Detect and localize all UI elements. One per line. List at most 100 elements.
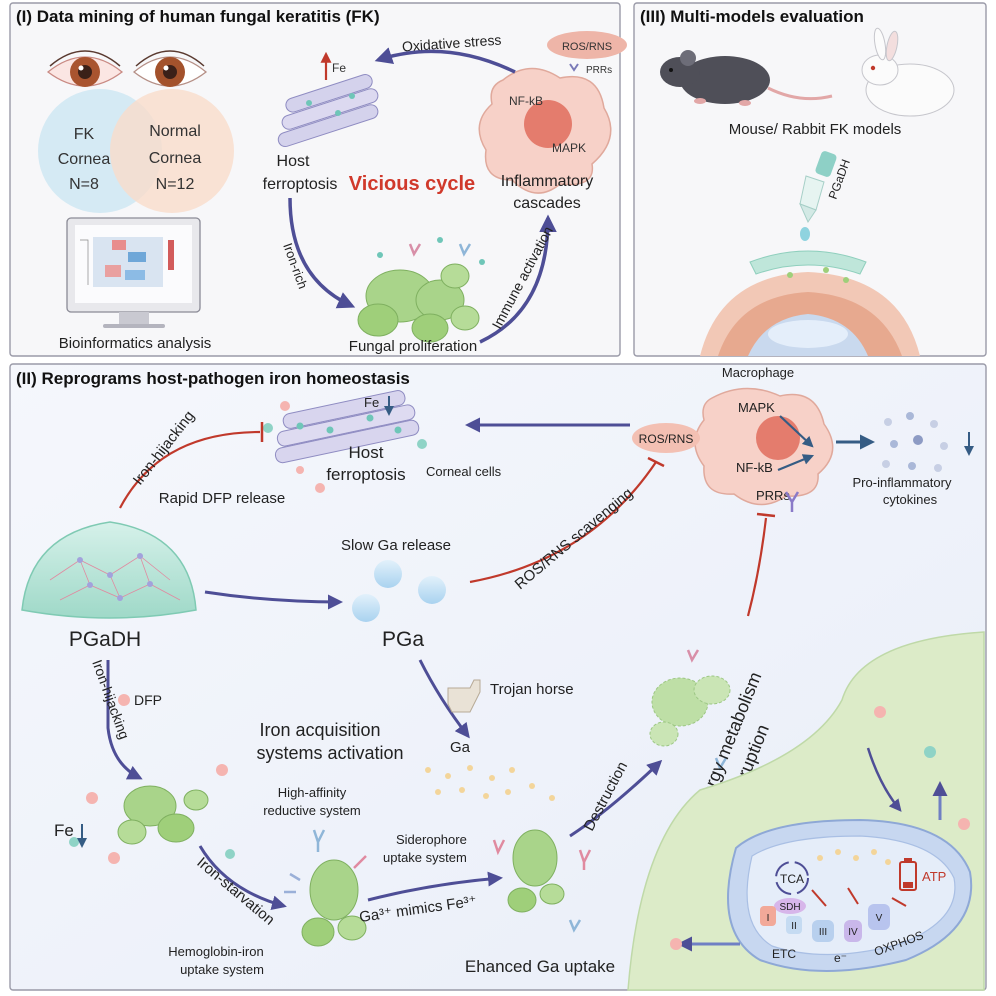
pga-particle <box>374 560 402 588</box>
complex-label: III <box>819 927 827 938</box>
panel-1-title: (I) Data mining of human fungal keratiti… <box>16 7 380 26</box>
host-ferroptosis-label: Host <box>277 153 310 170</box>
dfp-label: DFP <box>134 692 162 708</box>
ros-rns-label: ROS/RNS <box>639 432 694 446</box>
siderophore-label: Siderophore <box>396 832 467 847</box>
models-caption: Mouse/ Rabbit FK models <box>729 121 902 138</box>
prrs-label: PRRs <box>586 65 612 76</box>
high-affinity-label: High-affinity <box>278 785 347 800</box>
ga-particles <box>425 765 555 801</box>
complex-v <box>868 904 890 930</box>
fungal-cell <box>507 829 565 913</box>
host-ferroptosis-label: Host <box>349 443 384 462</box>
pgadh-hydrogel <box>21 521 197 619</box>
corneal-cells <box>274 390 420 464</box>
trojan-horse-label: Trojan horse <box>490 681 574 698</box>
ga-label: Ga <box>450 739 471 756</box>
trojan-horse-icon <box>447 679 481 713</box>
dropper-icon <box>799 151 837 241</box>
e-label: e⁻ <box>834 951 847 965</box>
macrophage-nucleus <box>524 100 572 148</box>
panel-3: (III) Multi-models evaluation Mouse/ Rab… <box>633 2 987 357</box>
panel-3-title: (III) Multi-models evaluation <box>640 7 864 26</box>
ga-into-mito-arrow <box>866 747 902 812</box>
disrupted-fungus <box>649 675 731 747</box>
pga-label: PGa <box>382 628 424 651</box>
fe-label: Fe <box>332 61 346 75</box>
high-affinity-label: reductive system <box>263 803 361 818</box>
fungal-cell <box>117 785 209 845</box>
host-ferroptosis-label: ferroptosis <box>263 176 338 193</box>
inflammatory-label: cascades <box>513 195 581 212</box>
iron-starvation-arrow <box>198 845 287 911</box>
complex-label: II <box>791 921 797 932</box>
tca-label: TCA <box>780 872 804 886</box>
siderophore-label: uptake system <box>383 850 467 865</box>
inflammatory-label: Inflammatory <box>501 173 593 190</box>
venn-normal-label: N=12 <box>156 176 195 193</box>
monitor-icon <box>66 217 201 328</box>
etc-complexes <box>760 904 890 942</box>
complex-label: V <box>876 913 883 924</box>
corneal-cells <box>277 74 379 148</box>
fe-label: Fe <box>364 395 379 410</box>
ros-rns-bubble <box>547 31 627 59</box>
etc-label: ETC <box>772 947 796 961</box>
prrs-label: PRRs <box>756 488 790 503</box>
iron-acquisition-label: systems activation <box>256 743 403 763</box>
iron-hijacking-arrow <box>106 660 143 780</box>
corneal-cells-label: Corneal cells <box>426 464 502 479</box>
eye-icon <box>132 50 208 87</box>
iron-hijacking-inhibit <box>119 430 261 509</box>
venn-normal-label: Normal <box>149 123 201 140</box>
mapk-label: MAPK <box>552 141 586 155</box>
oxidative-stress-label: Oxidative stress <box>401 32 501 55</box>
pgadh-label: PGaDH <box>69 628 141 651</box>
iron-acquisition-label: Iron acquisition <box>259 720 380 740</box>
iron-rich-arrow <box>288 197 356 309</box>
venn-fk-label: FK <box>74 126 95 143</box>
complex-label: IV <box>848 927 858 938</box>
complex-iii <box>812 920 834 942</box>
macrophage-label: Macrophage <box>722 365 794 380</box>
fe-left-label: Fe <box>54 821 74 840</box>
ros-rns-bubble <box>632 423 700 453</box>
venn-fk-label: N=8 <box>69 176 99 193</box>
enhanced-ga-label: Ehanced Ga uptake <box>465 957 615 976</box>
nfkb-label: NF-kB <box>509 94 543 108</box>
trojan-arrow <box>418 659 470 739</box>
panel-2: (II) Reprograms host-pathogen iron homeo… <box>9 363 987 991</box>
atp-label: ATP <box>922 869 946 884</box>
complex-label: I <box>767 913 770 924</box>
sdh-label: SDH <box>779 902 800 913</box>
complex-ii <box>786 916 802 934</box>
panel-1: (I) Data mining of human fungal keratiti… <box>9 2 627 357</box>
venn-normal-label: Cornea <box>149 150 202 167</box>
sdh-badge <box>774 898 806 914</box>
venn-fk-label: Cornea <box>58 151 111 168</box>
rapid-dfp-label: Rapid DFP release <box>159 490 285 507</box>
vicious-cycle-label: Vicious cycle <box>349 173 475 195</box>
monitor-caption: Bioinformatics analysis <box>59 335 212 352</box>
nfkb-label: NF-kB <box>736 460 773 475</box>
energy-inhibit <box>746 517 768 617</box>
pga-particle <box>352 594 380 622</box>
fungal-cluster <box>357 263 480 343</box>
eye-icon <box>46 50 124 87</box>
oxidative-stress-arrow <box>374 47 516 74</box>
battery-icon <box>899 858 917 891</box>
destruction-arrow <box>569 759 663 838</box>
cytokine-dots <box>882 412 948 472</box>
ga-mimics-arrow <box>367 871 503 902</box>
hemoglobin-label: Hemoglobin-iron <box>168 944 263 959</box>
fungal-cell <box>301 859 367 947</box>
ros-scavenging-inhibit <box>469 461 657 584</box>
complex-i <box>760 906 776 926</box>
immune-activation-arrow <box>479 214 557 344</box>
rabbit-icon <box>861 27 955 117</box>
eye-cross-section <box>700 250 920 356</box>
panel-2-title: (II) Reprograms host-pathogen iron homeo… <box>16 369 410 388</box>
hemoglobin-label: uptake system <box>180 962 264 977</box>
complex-iv <box>844 920 862 942</box>
